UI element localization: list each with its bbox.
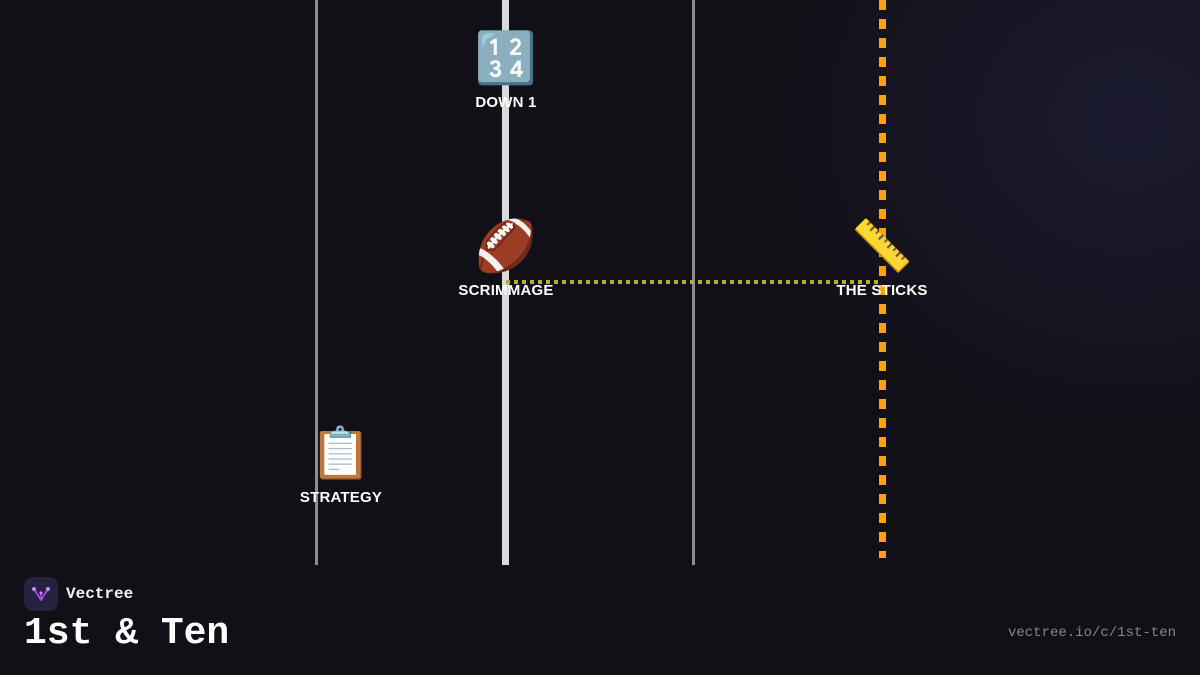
ruler-icon: 📏 <box>850 218 914 274</box>
node-label-sticks: THE STICKS <box>836 282 928 299</box>
node-label-strategy: STRATEGY <box>299 489 383 506</box>
vectree-logo-icon <box>24 577 58 611</box>
yards-to-go-connector <box>506 280 882 284</box>
numbers-icon: 🔢 <box>474 30 538 86</box>
left-field-line <box>315 0 318 565</box>
node-strategy: 📋 STRATEGY <box>261 425 421 506</box>
node-label-scrimmage: SCRIMMAGE <box>458 282 554 299</box>
node-sticks: 📏 THE STICKS <box>802 218 962 299</box>
page-title: 1st & Ten <box>24 612 230 655</box>
football-icon: 🏈 <box>474 218 538 274</box>
clipboard-icon: 📋 <box>309 425 373 481</box>
line-of-scrimmage <box>502 0 509 565</box>
first-down-marker-line <box>879 0 886 558</box>
source-url[interactable]: vectree.io/c/1st-ten <box>1007 625 1176 641</box>
node-label-down: DOWN 1 <box>475 94 537 111</box>
node-down: 🔢 DOWN 1 <box>426 30 586 111</box>
brand: Vectree <box>24 577 133 611</box>
brand-name: Vectree <box>66 585 134 603</box>
node-scrimmage: 🏈 SCRIMMAGE <box>426 218 586 299</box>
